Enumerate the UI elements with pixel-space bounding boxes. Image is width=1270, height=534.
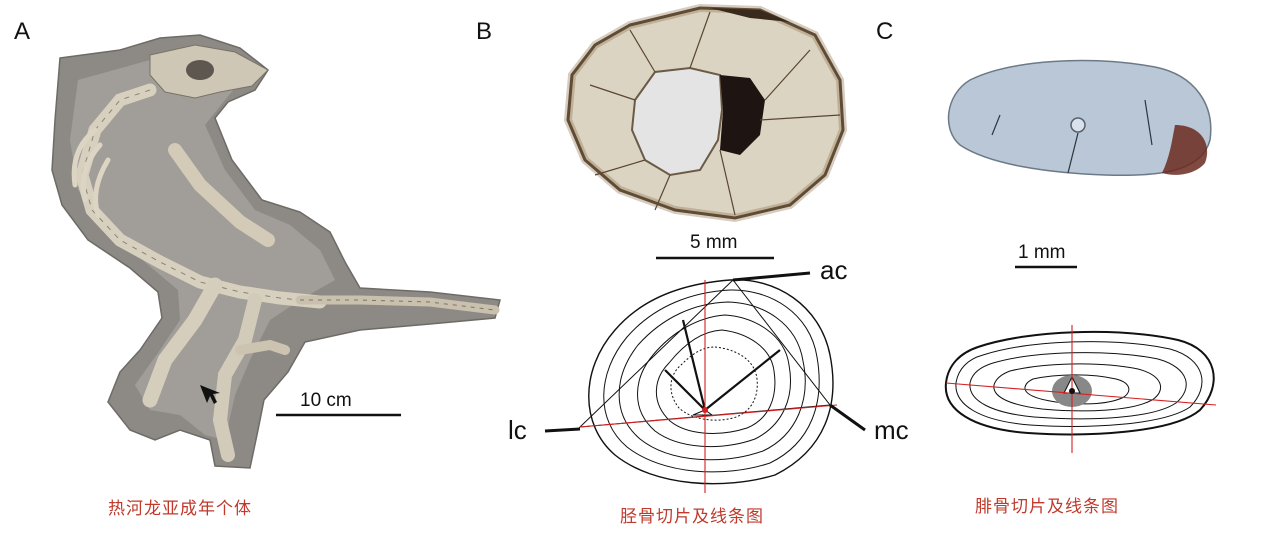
scale-bar-c xyxy=(1015,265,1077,269)
caption-c: 腓骨切片及线条图 xyxy=(975,497,1119,517)
scale-label-b: 5 mm xyxy=(690,232,738,253)
label-lc: lc xyxy=(508,415,527,445)
caption-b: 胫骨切片及线条图 xyxy=(620,507,764,527)
scale-bar-b xyxy=(656,256,774,260)
label-ac: ac xyxy=(820,255,848,285)
panel-a-letter: A xyxy=(14,18,31,45)
fossil-specimen-photo xyxy=(51,34,501,469)
scale-label-a: 10 cm xyxy=(300,390,352,411)
fibula-section-photo xyxy=(947,59,1212,177)
panel-b-letter: B xyxy=(476,18,493,45)
label-mc: mc xyxy=(874,415,909,445)
scale-label-c: 1 mm xyxy=(1018,242,1066,263)
tibia-line-drawing xyxy=(544,271,866,493)
fibula-line-drawing xyxy=(944,325,1217,453)
tibia-section-photo xyxy=(563,3,848,223)
panel-c-letter: C xyxy=(876,18,894,45)
caption-a: 热河龙亚成年个体 xyxy=(108,499,252,519)
scale-bar-a xyxy=(276,413,401,417)
